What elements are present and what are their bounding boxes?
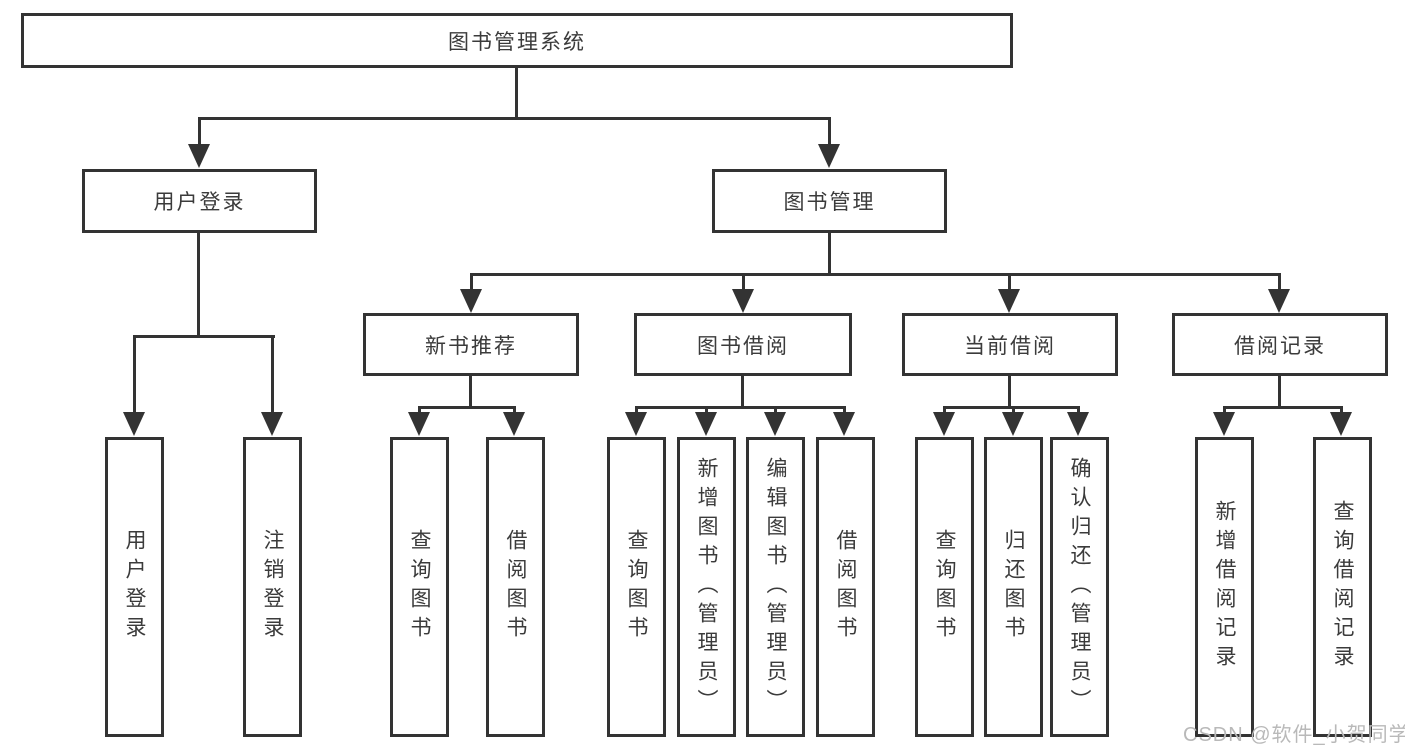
leaf-nb-borrow-books: 借阅图书 [486, 437, 545, 737]
connector-nb-stem [469, 376, 472, 409]
connector-l2-c1 [470, 273, 473, 293]
connector-l1-bar [198, 117, 831, 120]
connector-nb-c1 [418, 406, 421, 416]
leaf-cb-confirm-return-admin: 确认归还（管理员） [1050, 437, 1109, 737]
connector-bookmgmt-stem [828, 233, 831, 275]
arrowhead-leaf-user-login [123, 412, 145, 436]
connector-cb-bar [943, 406, 1080, 409]
arrowhead-cb-confirm-return [1067, 412, 1089, 436]
arrowhead-bb-edit-books [764, 412, 786, 436]
connector-l1-right-stem [828, 117, 831, 149]
arrowhead-nb-borrow-books [503, 412, 525, 436]
leaf-logout: 注销登录 [243, 437, 302, 737]
node-book-borrow: 图书借阅 [634, 313, 852, 376]
connector-bb-c3 [774, 406, 777, 416]
arrowhead-new-book-recommend [460, 289, 482, 313]
connector-nb-c2 [513, 406, 516, 416]
connector-br-stem [1278, 376, 1281, 409]
connector-userlogin-c2 [271, 335, 274, 415]
watermark-text: CSDN @软件_小贺同学 [1183, 724, 1405, 746]
leaf-user-login: 用户登录 [105, 437, 164, 737]
arrowhead-br-add-record [1213, 412, 1235, 436]
leaf-cb-query-books: 查询图书 [915, 437, 974, 737]
leaf-bb-add-books-admin: 新增图书（管理员） [677, 437, 736, 737]
node-book-management: 图书管理 [712, 169, 947, 233]
connector-bb-c1 [635, 406, 638, 416]
leaf-bb-edit-books-admin: 编辑图书（管理员） [746, 437, 805, 737]
leaf-nb-query-books: 查询图书 [390, 437, 449, 737]
leaf-bb-query-books: 查询图书 [607, 437, 666, 737]
node-new-book-recommend: 新书推荐 [363, 313, 579, 376]
leaf-bb-borrow-books: 借阅图书 [816, 437, 875, 737]
connector-cb-c3 [1077, 406, 1080, 416]
connector-cb-stem [1008, 376, 1011, 409]
arrowhead-book-borrow [732, 289, 754, 313]
connector-userlogin-bar [133, 335, 275, 338]
arrowhead-current-borrow [998, 289, 1020, 313]
connector-nb-bar [418, 406, 516, 409]
connector-cb-c1 [943, 406, 946, 416]
leaf-cb-return-books: 归还图书 [984, 437, 1043, 737]
arrowhead-bb-add-books [695, 412, 717, 436]
arrowhead-bb-query-books [625, 412, 647, 436]
leaf-br-add-record: 新增借阅记录 [1195, 437, 1254, 737]
connector-bb-bar [635, 406, 846, 409]
arrowhead-bb-borrow-books [833, 412, 855, 436]
connector-bb-c4 [843, 406, 846, 416]
arrowhead-book-management [818, 144, 840, 168]
connector-l2-c3 [1008, 273, 1011, 293]
connector-l2-c4 [1278, 273, 1281, 293]
arrowhead-cb-return-books [1002, 412, 1024, 436]
arrowhead-borrow-records [1268, 289, 1290, 313]
arrowhead-leaf-logout [261, 412, 283, 436]
arrowhead-user-login [188, 144, 210, 168]
arrowhead-cb-query-books [933, 412, 955, 436]
connector-root-stem [515, 67, 518, 119]
connector-userlogin-c1 [133, 335, 136, 415]
connector-l2-c2 [742, 273, 745, 293]
node-user-login: 用户登录 [82, 169, 317, 233]
node-borrow-records: 借阅记录 [1172, 313, 1388, 376]
connector-cb-c2 [1012, 406, 1015, 416]
connector-bb-c2 [705, 406, 708, 416]
leaf-br-query-record: 查询借阅记录 [1313, 437, 1372, 737]
connector-bb-stem [741, 376, 744, 409]
connector-userlogin-stem [197, 233, 200, 338]
connector-br-bar [1223, 406, 1343, 409]
connector-l2-bar [470, 273, 1281, 276]
arrowhead-br-query-record [1330, 412, 1352, 436]
connector-l1-left-stem [198, 117, 201, 149]
node-current-borrow: 当前借阅 [902, 313, 1118, 376]
connector-br-c1 [1223, 406, 1226, 416]
arrowhead-nb-query-books [408, 412, 430, 436]
node-root: 图书管理系统 [21, 13, 1013, 68]
connector-br-c2 [1340, 406, 1343, 416]
